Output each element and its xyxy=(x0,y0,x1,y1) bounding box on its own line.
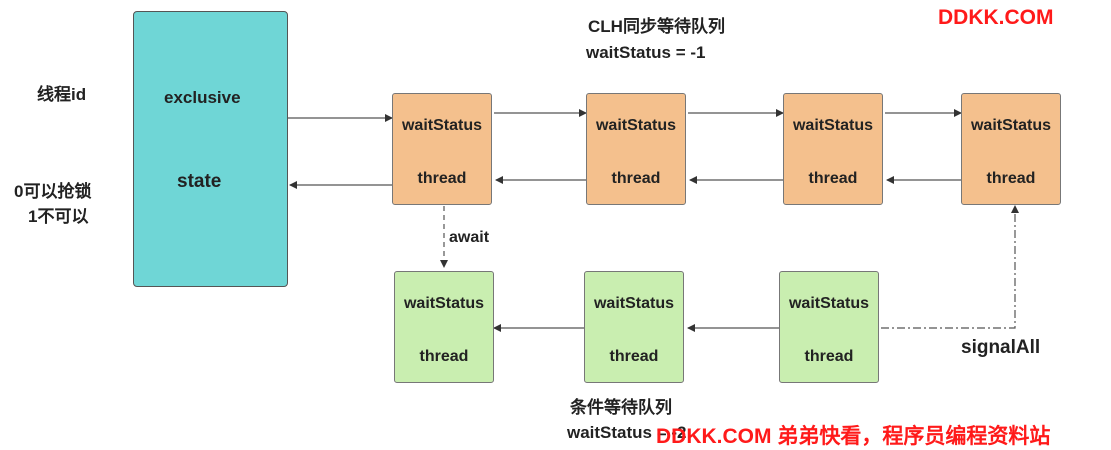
node-thread: thread xyxy=(986,170,1036,187)
signal-all-label: signalAll xyxy=(961,337,1041,358)
condition-node: waitStatus thread xyxy=(584,271,684,383)
node-thread: thread xyxy=(609,348,659,365)
clh-node: waitStatus thread xyxy=(586,93,686,205)
signal-all-arrow xyxy=(881,205,1019,329)
state-label: state xyxy=(177,171,222,192)
condition-queue-status: waitStatus = -2 xyxy=(567,423,687,442)
node-wait-status: waitStatus xyxy=(593,295,674,312)
clh-queue-status: waitStatus = -1 xyxy=(586,43,706,62)
node-wait-status: waitStatus xyxy=(792,117,873,134)
condition-node: waitStatus thread xyxy=(394,271,494,383)
aqs-block: exclusive state xyxy=(133,11,288,287)
node-wait-status: waitStatus xyxy=(788,295,869,312)
condition-queue-title: 条件等待队列 xyxy=(570,398,672,417)
thread-id-note: 线程id xyxy=(37,85,87,104)
clh-node: waitStatus thread xyxy=(961,93,1061,205)
clh-node: waitStatus thread xyxy=(392,93,492,205)
node-wait-status: waitStatus xyxy=(595,117,676,134)
clh-node: waitStatus thread xyxy=(783,93,883,205)
exclusive-label: exclusive xyxy=(164,88,241,107)
node-wait-status: waitStatus xyxy=(401,117,482,134)
node-thread: thread xyxy=(611,170,661,187)
node-wait-status: waitStatus xyxy=(403,295,484,312)
node-thread: thread xyxy=(804,348,854,365)
watermark-bottom: DDKK.COM 弟弟快看，程序员编程资料站 xyxy=(656,425,1051,448)
node-thread: thread xyxy=(417,170,467,187)
node-wait-status: waitStatus xyxy=(970,117,1051,134)
node-thread: thread xyxy=(419,348,469,365)
watermark-top: DDKK.COM xyxy=(938,6,1054,29)
state-note-line2: 1不可以 xyxy=(28,207,89,226)
await-label: await xyxy=(449,229,490,246)
state-note-line1: 0可以抢锁 xyxy=(14,182,92,201)
node-thread: thread xyxy=(808,170,858,187)
clh-queue-title: CLH同步等待队列 xyxy=(588,17,725,36)
condition-node: waitStatus thread xyxy=(779,271,879,383)
